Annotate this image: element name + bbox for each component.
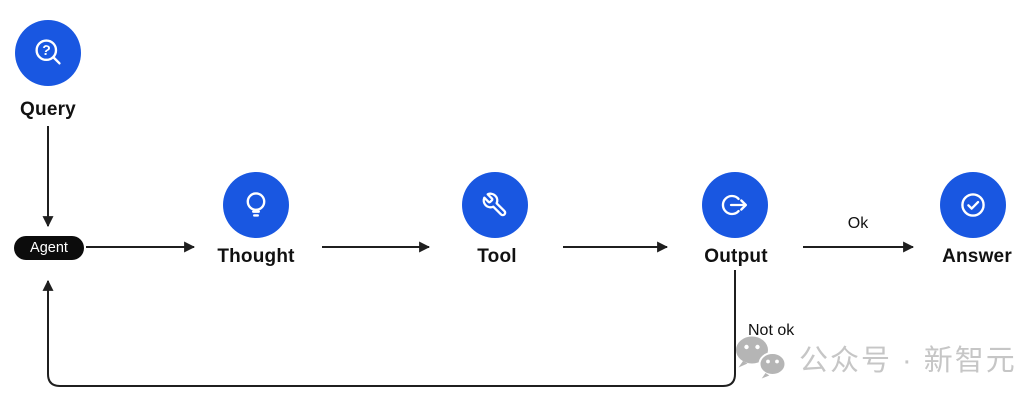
search-question-icon: ? — [35, 39, 61, 65]
export-arrow-icon — [721, 194, 747, 216]
watermark-text: 公众号 · 新智元 — [799, 345, 1017, 377]
output-node — [702, 172, 768, 238]
query-node: ? — [15, 20, 81, 86]
tool-node — [462, 172, 528, 238]
output-label: Output — [704, 246, 768, 267]
agent-node: Agent — [14, 236, 84, 260]
check-circle-icon — [961, 193, 985, 217]
lightbulb-icon — [246, 192, 266, 217]
tool-label: Tool — [477, 246, 517, 267]
wechat-icon — [736, 336, 787, 379]
thought-label: Thought — [217, 246, 295, 267]
answer-node — [940, 172, 1006, 238]
question-mark-glyph: ? — [41, 42, 51, 59]
watermark: 公众号 · 新智元 — [733, 334, 1017, 382]
wrench-icon — [482, 192, 507, 217]
not-ok-edge-label: Not ok — [748, 322, 795, 339]
answer-label: Answer — [942, 246, 1012, 267]
agent-label: Agent — [30, 240, 68, 256]
query-label: Query — [20, 99, 76, 120]
thought-node — [223, 172, 289, 238]
edge-output-agent-loop — [42, 270, 736, 387]
ok-edge-label: Ok — [847, 215, 869, 232]
